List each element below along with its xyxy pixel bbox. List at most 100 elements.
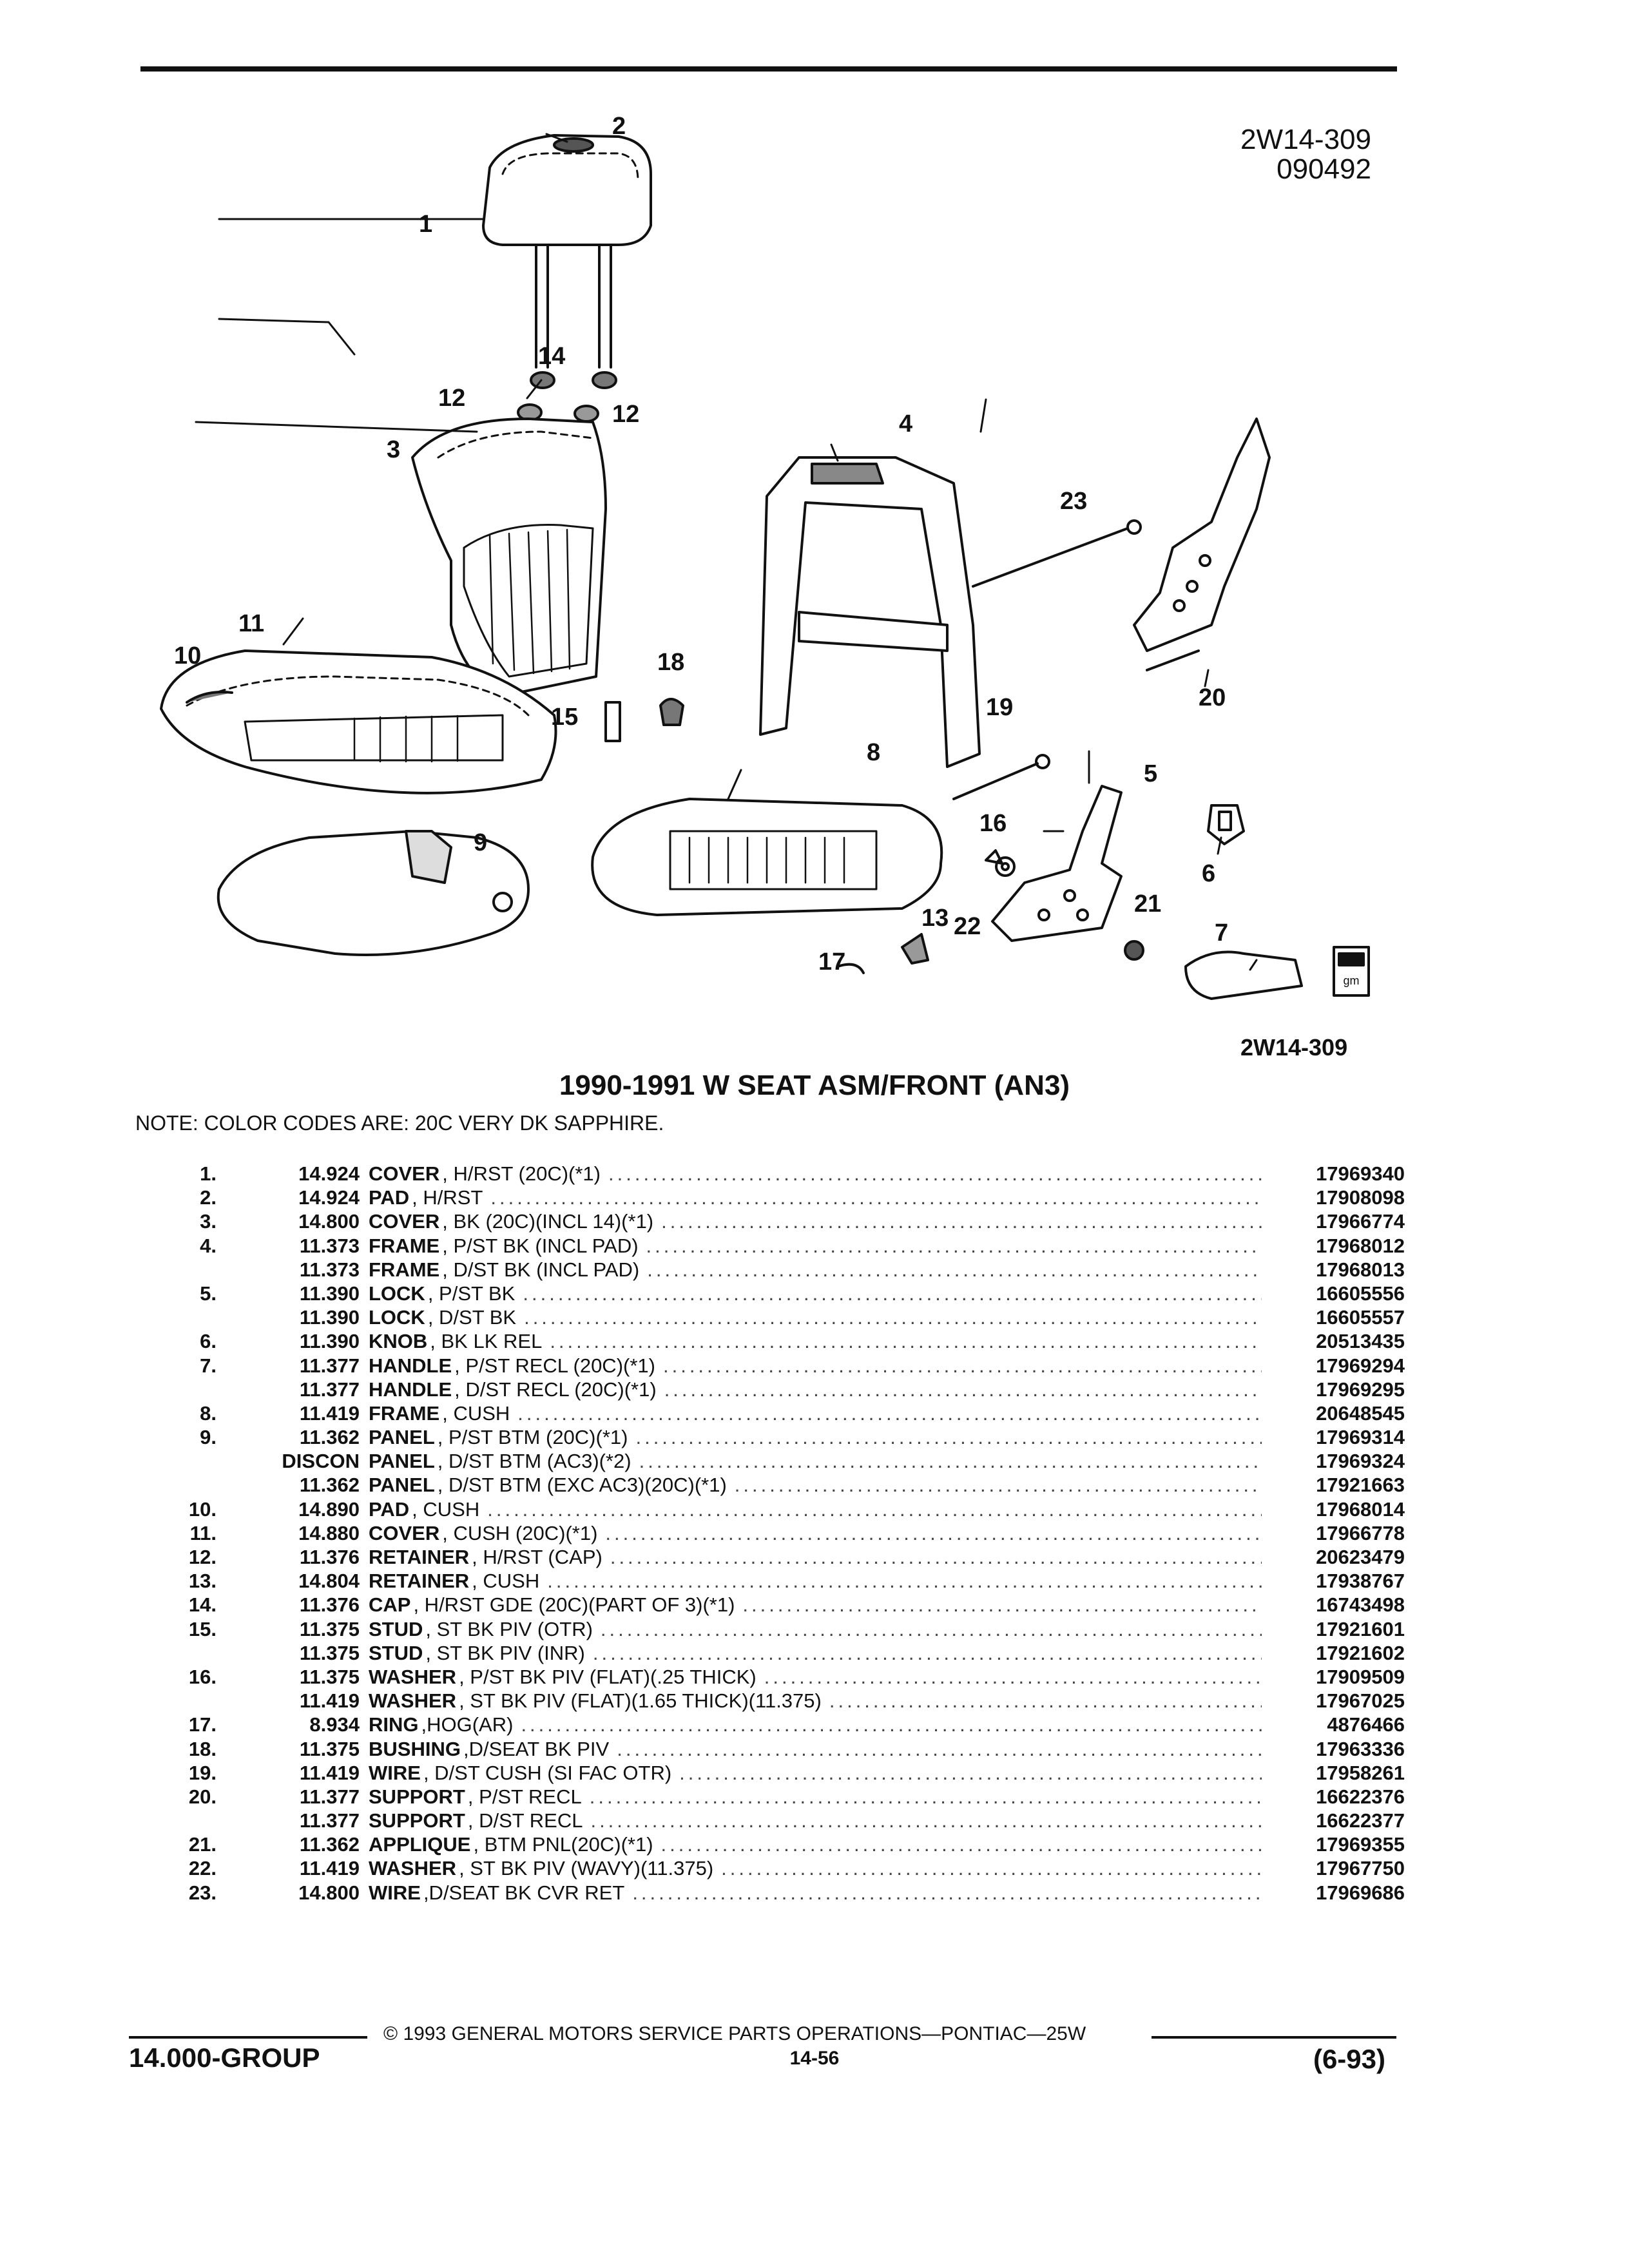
group-number: 11.377 [299, 1809, 360, 1832]
part-name: COVER [369, 1162, 440, 1185]
group-number: 11.375 [299, 1665, 360, 1688]
part-number: 16622376 [1316, 1785, 1405, 1808]
part-number-ref [155, 1258, 217, 1282]
part-name: WASHER [369, 1689, 457, 1713]
footer-date: (6-93) [1313, 2044, 1385, 2074]
svg-text:gm: gm [1343, 974, 1359, 987]
part-name: WIRE [369, 1881, 421, 1904]
part-description: , D/ST BTM (AC3)(*2) [437, 1450, 631, 1473]
part-description: , D/ST CUSH (SI FAC OTR) [423, 1761, 672, 1784]
part-number: 16605557 [1316, 1306, 1405, 1329]
group-number: 8.934 [309, 1713, 360, 1736]
dot-leader [550, 1329, 1262, 1353]
part-description: , ST BK PIV (WAVY)(11.375) [459, 1857, 714, 1880]
group-number: 14.800 [298, 1210, 360, 1233]
footer-rule-right [1152, 2036, 1396, 2039]
part-description: , D/ST BK (INCL PAD) [442, 1258, 640, 1281]
group-number: 11.419 [299, 1761, 360, 1784]
part-number: 17958261 [1316, 1761, 1405, 1784]
part-number-ref: 16. [188, 1665, 217, 1688]
part-name: PANEL [369, 1474, 435, 1497]
part-name: FRAME [369, 1401, 440, 1425]
part-number: 17968014 [1316, 1497, 1405, 1521]
dot-leader [521, 1713, 1262, 1736]
seat-cushion-illustration [160, 649, 557, 794]
dot-leader [524, 1305, 1262, 1329]
svg-text:23: 23 [1060, 488, 1087, 515]
leader-lines [195, 133, 1258, 971]
header-code-line1: 2W14-309 [1240, 124, 1371, 155]
part-number-ref: 13. [188, 1570, 217, 1593]
gm-spo-logo: gm [1333, 946, 1370, 997]
svg-text:19: 19 [986, 694, 1013, 721]
part-number: 20648545 [1316, 1401, 1405, 1425]
part-number: 20623479 [1316, 1546, 1405, 1568]
group-number: 11.362 [299, 1833, 360, 1856]
dot-leader [679, 1761, 1262, 1785]
part-name: PAD [369, 1186, 410, 1209]
part-number-ref: 22. [188, 1857, 217, 1880]
svg-text:10: 10 [174, 642, 201, 669]
part-name: WIRE [369, 1761, 421, 1784]
exploded-parts-diagram: gm 1 2 3 4 5 6 7 8 9 10 11 12 [142, 97, 1431, 1012]
part-description: , P/ST BK (INCL PAD) [442, 1234, 639, 1257]
part-name: APPLIQUE [369, 1833, 471, 1856]
part-name: RETAINER [369, 1570, 470, 1593]
group-number: 11.373 [299, 1234, 360, 1257]
svg-text:4: 4 [899, 410, 912, 437]
part-number: 17968012 [1316, 1234, 1405, 1257]
part-number: 16743498 [1316, 1593, 1405, 1617]
part-number-ref: 7. [200, 1354, 217, 1377]
part-name: HANDLE [369, 1378, 452, 1401]
header-code-line2: 090492 [1277, 153, 1371, 185]
dot-leader [590, 1785, 1262, 1809]
group-number: 11.390 [299, 1330, 360, 1353]
group-number: 11.376 [299, 1546, 360, 1568]
dot-leader [735, 1473, 1262, 1497]
part-number-ref: 5. [200, 1282, 217, 1305]
part-name: COVER [369, 1521, 440, 1544]
part-number-ref: 9. [200, 1426, 217, 1449]
part-description: , CUSH [442, 1401, 510, 1425]
svg-text:1: 1 [419, 211, 432, 238]
dot-leader [661, 1209, 1262, 1233]
dot-leader [547, 1569, 1262, 1593]
part-name: BUSHING [369, 1737, 461, 1760]
part-number: 17969686 [1316, 1881, 1405, 1904]
color-code-note: NOTE: COLOR CODES ARE: 20C VERY DK SAPPH… [135, 1111, 664, 1135]
top-rule [140, 66, 1397, 72]
part-number: 17908098 [1316, 1186, 1405, 1209]
part-description: , H/RST [412, 1186, 483, 1209]
part-number: 17963336 [1316, 1737, 1405, 1760]
part-number-ref: 23. [188, 1881, 217, 1904]
part-description: , CUSH [472, 1570, 540, 1593]
part-number: 17969294 [1316, 1354, 1405, 1377]
dot-leader [829, 1689, 1262, 1713]
group-number: 14.800 [298, 1881, 360, 1904]
part-name: STUD [369, 1617, 423, 1640]
part-number-ref [155, 1641, 217, 1665]
group-number: 11.362 [299, 1474, 360, 1497]
svg-text:22: 22 [954, 913, 981, 940]
part-number: 17921601 [1316, 1617, 1405, 1640]
recliner-support-illustration [1133, 418, 1271, 671]
svg-text:13: 13 [921, 905, 949, 932]
part-description: ,D/SEAT BK CVR RET [423, 1881, 625, 1904]
dot-leader [632, 1881, 1262, 1905]
part-number: 17921602 [1316, 1641, 1405, 1664]
part-name: SUPPORT [369, 1809, 465, 1832]
part-number: 17969324 [1316, 1450, 1405, 1473]
part-description: , H/RST (CAP) [472, 1546, 602, 1568]
part-name: PAD [369, 1497, 410, 1521]
diagram-code: 2W14-309 [1240, 1034, 1348, 1061]
